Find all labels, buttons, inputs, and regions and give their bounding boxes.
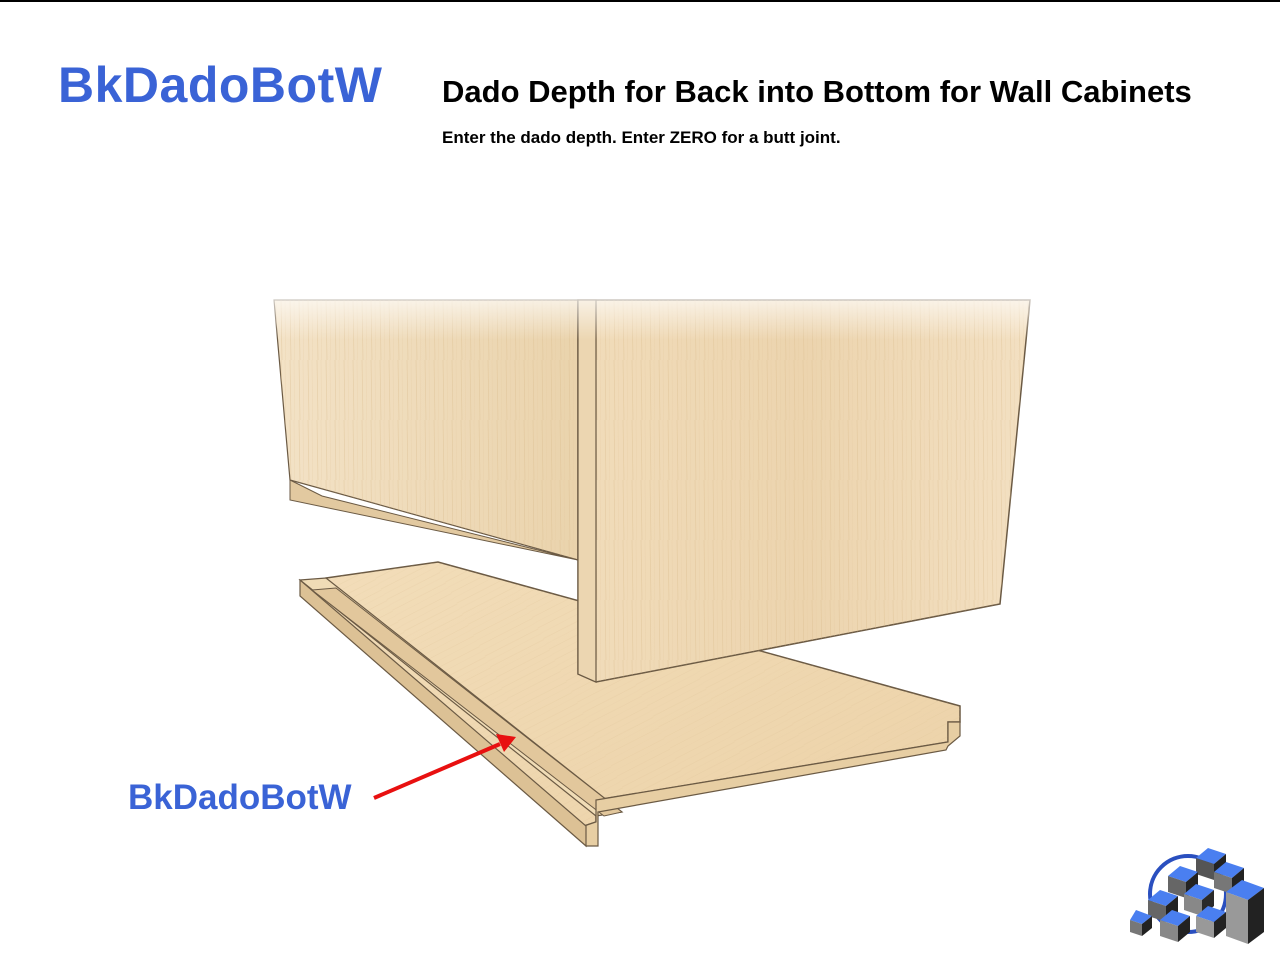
cabinet-box bbox=[260, 280, 1050, 683]
page-heading: Dado Depth for Back into Bottom for Wall… bbox=[442, 74, 1192, 109]
bottom-board bbox=[298, 561, 961, 848]
parameter-name-title: BkDadoBotW bbox=[58, 57, 383, 113]
top-border bbox=[0, 0, 1280, 2]
callout-arrow bbox=[373, 734, 516, 800]
instruction-text: Enter the dado depth. Enter ZERO for a b… bbox=[442, 128, 841, 147]
cube-cluster-logo-icon bbox=[1130, 848, 1264, 944]
dado-callout-label: BkDadoBotW bbox=[128, 778, 352, 817]
